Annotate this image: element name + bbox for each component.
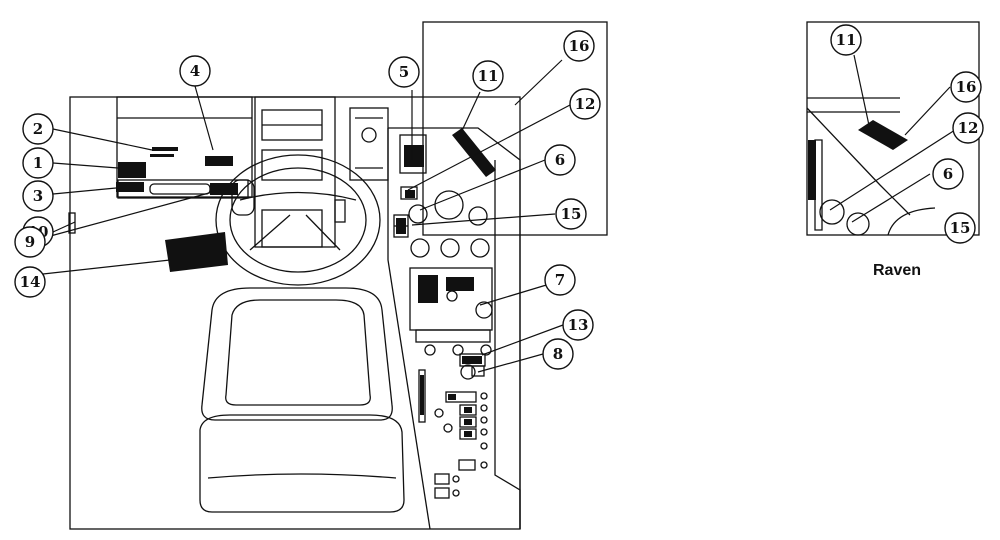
dashboard-panel xyxy=(116,96,253,198)
svg-text:14: 14 xyxy=(20,273,41,291)
svg-text:11: 11 xyxy=(836,31,857,49)
svg-text:13: 13 xyxy=(568,316,589,334)
callout-7: 7 xyxy=(544,264,576,296)
inset-callout-15: 15 xyxy=(944,212,976,244)
detail-box xyxy=(422,21,608,236)
svg-text:11: 11 xyxy=(478,67,499,85)
svg-text:6: 6 xyxy=(943,165,953,183)
decal-14 xyxy=(165,232,228,272)
inset-caption: Raven xyxy=(873,262,921,279)
svg-text:3: 3 xyxy=(33,187,43,205)
callout-13: 13 xyxy=(562,309,594,341)
svg-text:4: 4 xyxy=(190,62,200,80)
callout-8: 8 xyxy=(542,338,574,370)
svg-text:16: 16 xyxy=(956,78,977,96)
svg-text:12: 12 xyxy=(575,95,596,113)
callout-3: 3 xyxy=(22,180,54,212)
inset-decal-16 xyxy=(858,120,908,150)
inset-callout-11: 11 xyxy=(830,24,862,56)
callout-12: 12 xyxy=(569,88,601,120)
svg-text:16: 16 xyxy=(569,37,590,55)
svg-text:12: 12 xyxy=(958,119,979,137)
inset-callout-6: 6 xyxy=(932,158,964,190)
decal-16 xyxy=(452,128,496,177)
callouts-main: 2 1 3 10 9 14 4 5 11 16 12 6 15 7 13 8 xyxy=(14,30,601,370)
svg-text:9: 9 xyxy=(25,233,35,251)
callout-5: 5 xyxy=(388,56,420,88)
callout-16: 16 xyxy=(563,30,595,62)
svg-text:15: 15 xyxy=(950,219,971,237)
callout-4: 4 xyxy=(179,55,211,87)
callout-11: 11 xyxy=(472,60,504,92)
callout-14: 14 xyxy=(14,266,46,298)
steering-wheel xyxy=(215,154,381,286)
inset-callout-16: 16 xyxy=(950,71,982,103)
svg-text:7: 7 xyxy=(555,271,565,289)
side-console xyxy=(387,127,521,530)
svg-text:15: 15 xyxy=(561,205,582,223)
cab-outline xyxy=(69,96,521,530)
callout-1: 1 xyxy=(22,147,54,179)
svg-text:5: 5 xyxy=(399,63,409,81)
svg-text:8: 8 xyxy=(553,345,563,363)
svg-text:6: 6 xyxy=(555,151,565,169)
callout-15: 15 xyxy=(555,198,587,230)
inset-callout-12: 12 xyxy=(952,112,984,144)
callout-6: 6 xyxy=(544,144,576,176)
svg-text:2: 2 xyxy=(33,120,43,138)
svg-text:1: 1 xyxy=(33,154,43,172)
callout-9: 9 xyxy=(14,226,46,258)
operator-seat xyxy=(199,287,405,513)
callouts-inset: 11 16 12 6 15 xyxy=(830,24,984,244)
callout-2: 2 xyxy=(22,113,54,145)
